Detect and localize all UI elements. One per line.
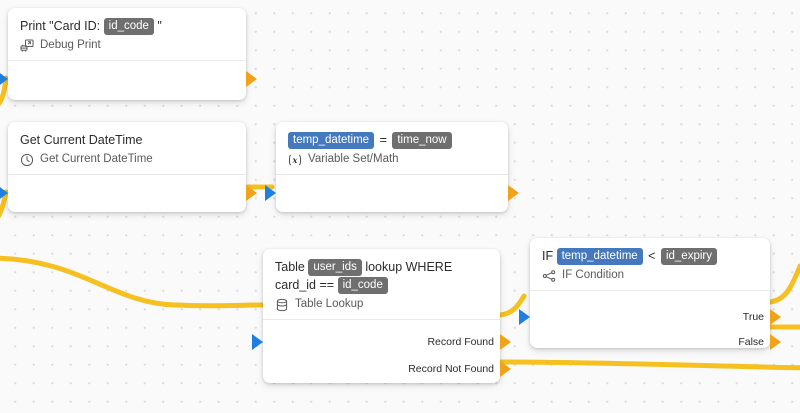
node-subtitle-row: IF Condition (542, 268, 758, 283)
node-title-suffix: " (157, 19, 162, 33)
node-title: IF temp_datetime < id_expiry (542, 247, 758, 265)
node-title: Get Current DateTime (20, 131, 234, 149)
wire-true-out (767, 263, 800, 305)
node-body (0, 175, 257, 219)
node-subtitle-label: IF Condition (562, 269, 625, 281)
svg-text:x: x (292, 155, 298, 165)
node-title-line1-prefix: Table (275, 260, 305, 274)
branch-icon (542, 269, 556, 283)
node-body: Record Found Record Not Found (252, 320, 511, 377)
output-port[interactable] (508, 185, 519, 201)
debug-print-icon (20, 39, 34, 53)
clock-icon (20, 153, 34, 167)
output-port[interactable] (246, 185, 257, 201)
variable-pill-time-now[interactable]: time_now (392, 132, 452, 149)
wire-record-not-found-out (497, 359, 800, 371)
node-title-prefix: Print "Card ID: (20, 19, 101, 33)
node-if-condition[interactable]: IF temp_datetime < id_expiry IF Conditio… (519, 238, 781, 350)
input-port[interactable] (0, 71, 8, 87)
node-title: Table user_ids lookup WHERE card_id == i… (275, 258, 488, 294)
node-title: temp_datetime = time_now (288, 131, 496, 149)
output-label-record-not-found: Record Not Found (408, 363, 494, 375)
input-port[interactable] (0, 185, 8, 201)
node-title-text: Get Current DateTime (20, 133, 143, 147)
node-header: IF temp_datetime < id_expiry IF Conditio… (530, 238, 770, 291)
node-get-current-datetime[interactable]: Get Current DateTime Get Current DateTim… (0, 122, 257, 212)
variable-pill-temp-datetime[interactable]: temp_datetime (556, 248, 643, 265)
variable-pill-id-code[interactable]: id_code (103, 18, 154, 35)
output-label-true: True (742, 311, 764, 323)
output-port[interactable] (246, 71, 257, 87)
node-body (0, 61, 257, 105)
node-title-prefix: IF (542, 249, 554, 263)
node-debug-print[interactable]: Print "Card ID: id_code " Debug Print (0, 8, 257, 100)
node-body: True False (519, 291, 781, 350)
node-subtitle-label: Debug Print (40, 39, 101, 51)
node-subtitle-label: Get Current DateTime (40, 153, 153, 165)
node-table-lookup[interactable]: Table user_ids lookup WHERE card_id == i… (252, 249, 511, 383)
node-header: temp_datetime = time_now x Variable Set/… (276, 122, 508, 175)
input-port[interactable] (265, 185, 276, 201)
node-title-line2-prefix: card_id == (275, 278, 335, 292)
output-label-record-found: Record Found (427, 336, 494, 348)
variable-pill-user-ids[interactable]: user_ids (308, 259, 362, 276)
variable-fx-icon: x (288, 153, 302, 167)
node-subtitle-row: Table Lookup (275, 297, 488, 312)
input-port[interactable] (252, 334, 263, 350)
input-port[interactable] (519, 309, 530, 325)
database-icon (275, 298, 289, 312)
node-title: Print "Card ID: id_code " (20, 17, 234, 35)
wire-to-table-lookup (0, 255, 265, 309)
operator-less-than: < (648, 249, 656, 263)
node-header: Print "Card ID: id_code " Debug Print (8, 8, 246, 61)
node-subtitle-label: Variable Set/Math (308, 153, 399, 165)
output-port-record-found[interactable] (500, 334, 511, 350)
node-subtitle-label: Table Lookup (295, 298, 364, 310)
node-variable-set-math[interactable]: temp_datetime = time_now x Variable Set/… (265, 122, 519, 212)
node-subtitle-row: x Variable Set/Math (288, 152, 496, 167)
node-header: Table user_ids lookup WHERE card_id == i… (263, 249, 500, 320)
node-header: Get Current DateTime Get Current DateTim… (8, 122, 246, 175)
output-port-record-not-found[interactable] (500, 361, 511, 377)
node-title-line1-suffix: lookup WHERE (365, 260, 453, 274)
output-port-false[interactable] (770, 334, 781, 350)
variable-pill-id-expiry[interactable]: id_expiry (660, 248, 717, 265)
node-subtitle-row: Get Current DateTime (20, 152, 234, 167)
variable-pill-id-code[interactable]: id_code (337, 277, 388, 294)
node-body (265, 175, 519, 219)
operator-equals: = (379, 133, 387, 147)
output-port-true[interactable] (770, 309, 781, 325)
node-subtitle-row: Debug Print (20, 38, 234, 53)
variable-pill-temp-datetime[interactable]: temp_datetime (288, 132, 375, 149)
output-label-false: False (738, 336, 764, 348)
